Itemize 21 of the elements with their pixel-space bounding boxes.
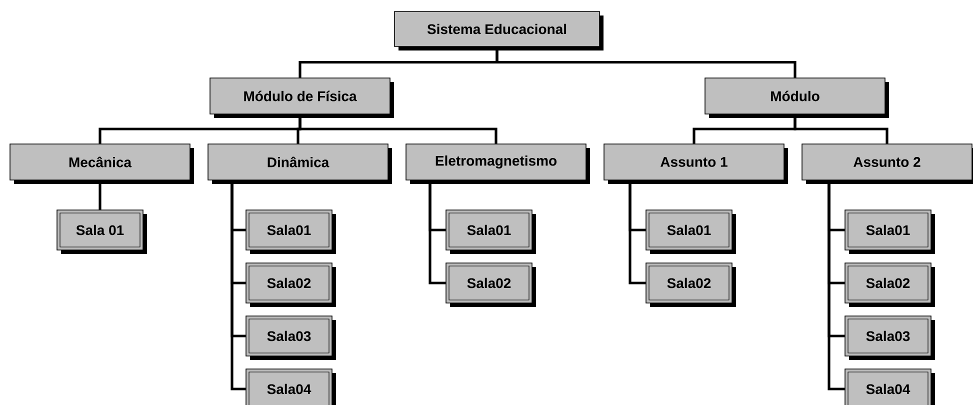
- room-box: Sala02: [246, 262, 336, 307]
- box: Módulo: [704, 78, 889, 118]
- room-box: Sala02: [844, 262, 935, 307]
- box: Assunto 1: [604, 144, 788, 184]
- room-box: Sala04: [246, 368, 336, 405]
- box: Módulo de Física: [210, 78, 394, 118]
- room-box: Sala01: [844, 210, 935, 254]
- room-box: Sala01: [446, 210, 536, 254]
- box: Mecânica: [10, 144, 194, 184]
- box: Eletromagnetismo: [406, 144, 590, 184]
- room-box: Sala 01: [56, 210, 147, 254]
- room-box: Sala03: [844, 316, 935, 360]
- room-box: Sala01: [646, 210, 736, 254]
- room-box: Sala03: [246, 316, 336, 360]
- room-box: Sala02: [646, 262, 736, 307]
- box: Dinâmica: [208, 144, 392, 184]
- room-box: Sala04: [844, 368, 935, 405]
- box: Sistema Educacional: [394, 11, 604, 50]
- room-box: Sala02: [446, 262, 536, 307]
- box: Assunto 2: [802, 144, 973, 184]
- room-box: Sala01: [246, 210, 336, 254]
